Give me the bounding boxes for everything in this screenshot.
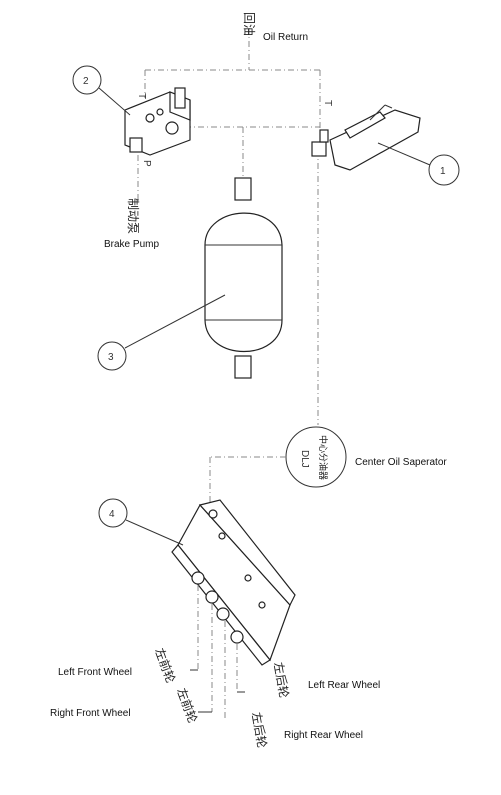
callout-1-number: 1 [440, 166, 446, 177]
right-front-wheel-label: Right Front Wheel [50, 708, 131, 719]
oil-return-label: Oil Return [263, 32, 308, 43]
separator-cn: 中心分油器 [317, 435, 329, 480]
right-front-wheel-cn: 左前轮 [174, 686, 200, 725]
right-rear-wheel-cn: 左后轮 [249, 711, 270, 749]
center-oil-separator: 中心分油器 DLJ [285, 426, 347, 488]
callout-2-number: 2 [83, 76, 89, 87]
callout-3: 3 [97, 294, 226, 371]
callout-1: 1 [377, 142, 460, 186]
brake-pedal [311, 104, 421, 171]
oil-return-cn: 回油 [242, 12, 256, 36]
callout-2: 2 [72, 65, 131, 116]
oil-return-lines [137, 28, 321, 425]
wheel-lines [190, 585, 245, 718]
distribution-block [171, 499, 296, 666]
left-rear-wheel-cn: 左后轮 [271, 661, 292, 699]
brake-pump-cn: 制动泵 [126, 198, 140, 234]
callout-4-number: 4 [109, 509, 115, 520]
brake-valve [124, 87, 191, 156]
port-t-left: T [136, 93, 147, 99]
left-rear-wheel-label: Left Rear Wheel [308, 680, 380, 691]
right-rear-wheel-label: Right Rear Wheel [284, 730, 363, 741]
accumulator [204, 177, 283, 379]
left-front-wheel-cn: 左前轮 [152, 646, 178, 685]
callout-4: 4 [98, 498, 184, 546]
port-p: P [141, 160, 152, 167]
left-front-wheel-label: Left Front Wheel [58, 667, 132, 678]
port-t-right: T [322, 100, 333, 106]
brake-pump-label: Brake Pump [104, 239, 159, 250]
callout-3-number: 3 [108, 352, 114, 363]
center-oil-separator-label: Center Oil Saperator [355, 457, 447, 468]
separator-code: DLJ [299, 450, 310, 468]
